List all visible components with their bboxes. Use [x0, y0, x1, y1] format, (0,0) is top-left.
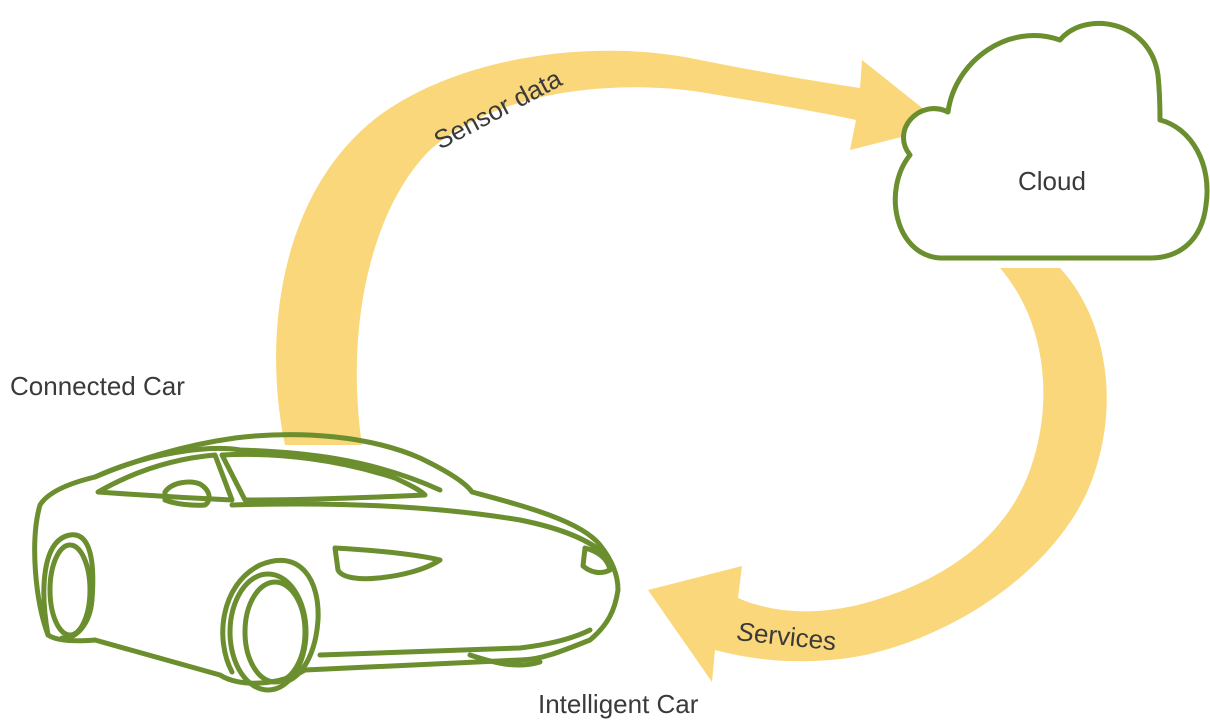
services-arrow	[648, 268, 1107, 682]
intelligent-car-label: Intelligent Car	[538, 689, 699, 719]
services-initial: S	[735, 616, 756, 648]
connected-car-label: Connected Car	[10, 371, 185, 401]
sensor-data-arrow	[276, 50, 945, 445]
cloud-icon	[892, 20, 1210, 261]
cloud-label: Cloud	[1018, 166, 1086, 196]
car-icon	[32, 432, 621, 693]
